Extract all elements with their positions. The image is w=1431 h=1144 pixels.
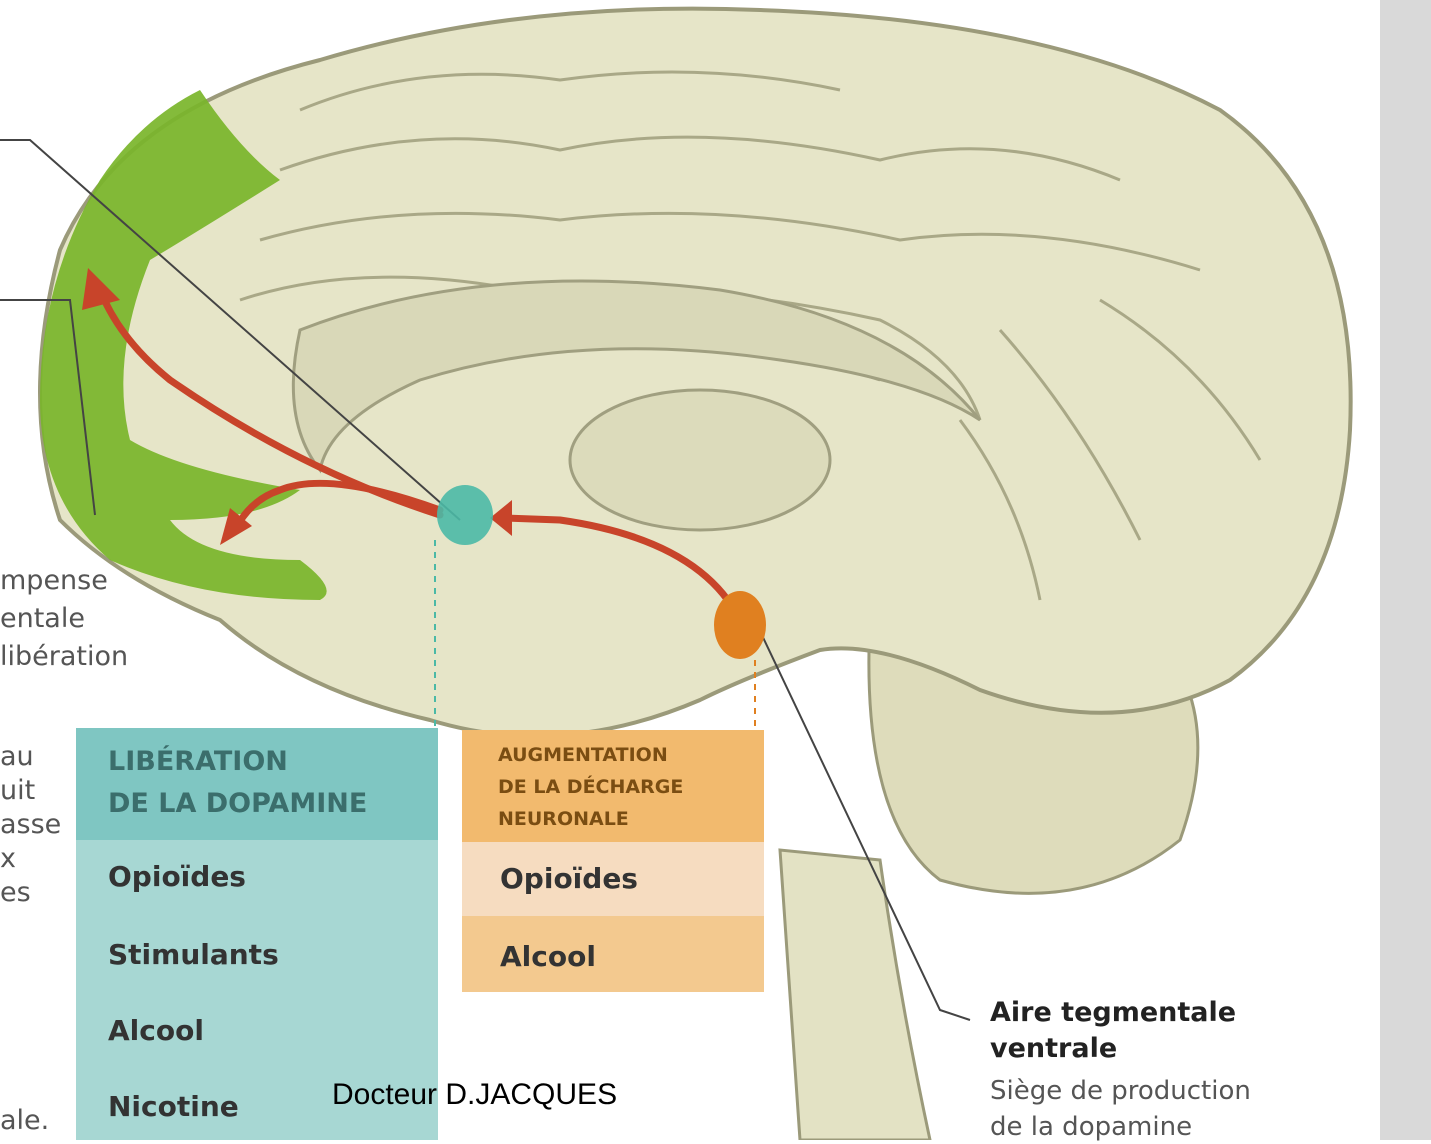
dopamine-box-header — [76, 728, 438, 840]
discharge-item: Opioïdes — [500, 862, 638, 895]
discharge-box-title-line3: NEURONALE — [498, 808, 629, 830]
left-fragment-9: ale. — [0, 1104, 49, 1138]
left-fragment-2: entale — [0, 602, 85, 636]
left-fragment-5: uit — [0, 774, 35, 808]
left-fragment-3: libération — [0, 640, 128, 674]
dopamine-item: Alcool — [108, 1014, 204, 1047]
dopamine-item: Nicotine — [108, 1090, 239, 1123]
left-fragment-7: x — [0, 842, 16, 876]
vta-label-desc-line1: Siège de production — [990, 1074, 1251, 1108]
vta-label-desc-line2: de la dopamine — [990, 1110, 1192, 1144]
left-fragment-6: asse — [0, 808, 61, 842]
brainstem-shape — [780, 850, 930, 1140]
discharge-item: Alcool — [500, 940, 596, 973]
page-edge-shadow — [1380, 0, 1431, 1140]
dopamine-item: Opioïdes — [108, 860, 246, 893]
left-fragment-4: au — [0, 740, 34, 774]
neuronal-discharge-box: AUGMENTATION DE LA DÉCHARGE NEURONALE Op… — [462, 730, 764, 992]
discharge-box-title-line1: AUGMENTATION — [498, 744, 668, 766]
dopamine-box-title-line1: LIBÉRATION — [108, 746, 288, 777]
cerebrum-shape — [40, 9, 1351, 736]
vta-label-title-line1: Aire tegmentale — [990, 996, 1236, 1030]
nucleus-accumbens-marker — [437, 485, 493, 545]
dopamine-item: Stimulants — [108, 938, 279, 971]
vta-marker — [714, 591, 766, 659]
author-credit: Docteur D.JACQUES — [332, 1078, 617, 1112]
thalamus-shape — [570, 390, 830, 530]
discharge-box-title-line2: DE LA DÉCHARGE — [498, 776, 683, 798]
dopamine-box-title-line2: DE LA DOPAMINE — [108, 788, 367, 819]
vta-label-title-line2: ventrale — [990, 1032, 1117, 1066]
left-fragment-1: mpense — [0, 564, 108, 598]
left-fragment-8: es — [0, 876, 31, 910]
